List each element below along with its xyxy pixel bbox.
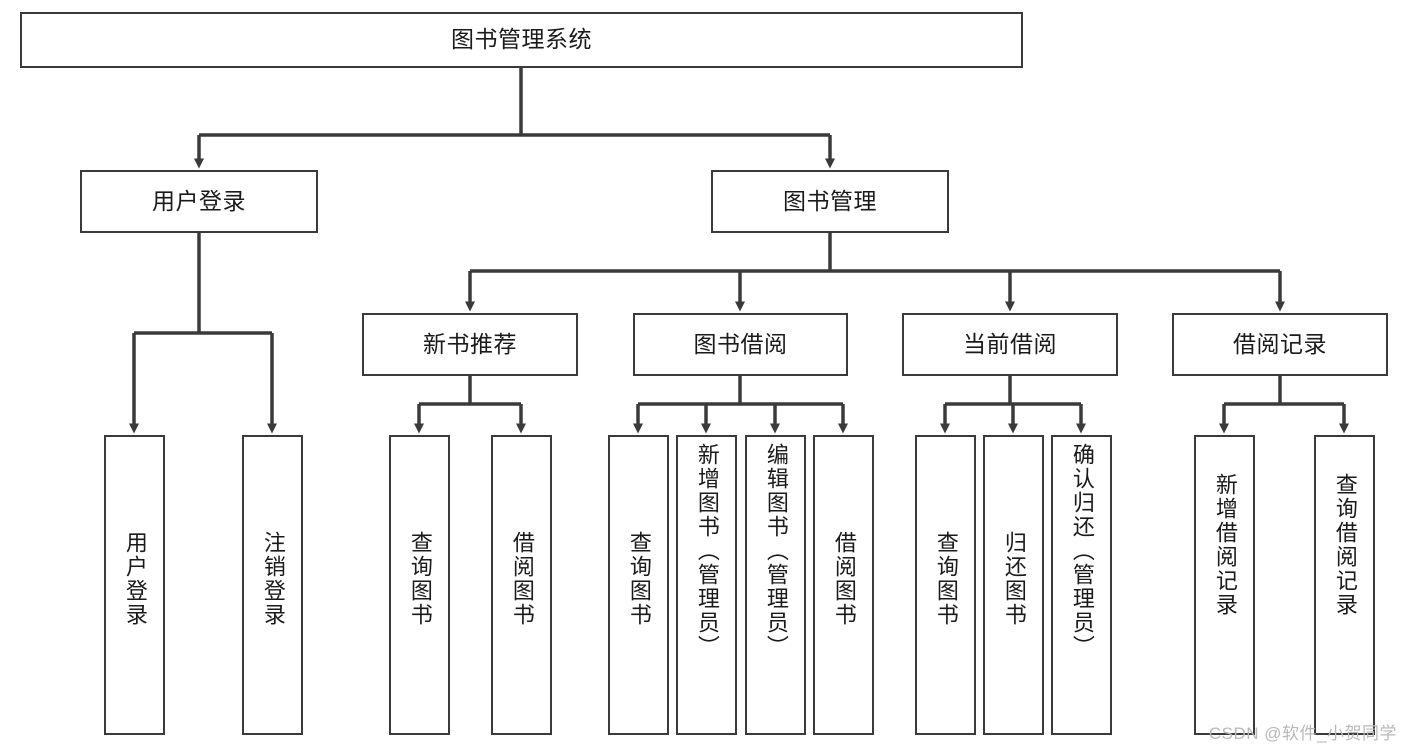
node-root[interactable]: 图书管理系统 <box>20 12 1023 68</box>
node-leaf-add-record[interactable]: 新增借阅记录 <box>1194 435 1255 735</box>
node-leaf-query-book-2-label: 查询图书 <box>626 531 652 627</box>
node-leaf-borrow-book-1-label: 借阅图书 <box>509 531 535 627</box>
node-leaf-borrow-book-2[interactable]: 借阅图书 <box>813 435 874 735</box>
node-leaf-query-book-1[interactable]: 查询图书 <box>389 435 450 735</box>
node-new-book-rec[interactable]: 新书推荐 <box>362 313 578 376</box>
node-leaf-user-logout[interactable]: 注销登录 <box>242 435 303 735</box>
node-user-login-label: 用户登录 <box>152 187 246 214</box>
node-current-borrow[interactable]: 当前借阅 <box>902 313 1118 376</box>
node-book-borrow[interactable]: 图书借阅 <box>633 313 848 376</box>
node-borrow-record-label: 借阅记录 <box>1233 330 1327 357</box>
node-leaf-query-record-label: 查询借阅记录 <box>1332 473 1358 617</box>
node-leaf-query-record[interactable]: 查询借阅记录 <box>1314 435 1375 735</box>
node-leaf-query-book-3[interactable]: 查询图书 <box>915 435 976 735</box>
node-leaf-edit-book[interactable]: 编辑图书（管理员） <box>745 435 806 735</box>
node-book-manage-label: 图书管理 <box>783 187 877 214</box>
node-book-borrow-label: 图书借阅 <box>693 330 788 357</box>
node-borrow-record[interactable]: 借阅记录 <box>1172 313 1388 376</box>
node-leaf-add-book-label: 新增图书（管理员） <box>694 443 720 659</box>
node-leaf-user-login-label: 用户登录 <box>122 531 148 627</box>
node-leaf-query-book-3-label: 查询图书 <box>933 531 959 627</box>
node-leaf-user-login[interactable]: 用户登录 <box>104 435 165 735</box>
node-leaf-confirm-return[interactable]: 确认归还（管理员） <box>1051 435 1112 735</box>
node-leaf-confirm-return-label: 确认归还（管理员） <box>1069 443 1095 659</box>
node-leaf-add-book[interactable]: 新增图书（管理员） <box>676 435 737 735</box>
node-leaf-add-record-label: 新增借阅记录 <box>1212 473 1238 617</box>
node-leaf-query-book-2[interactable]: 查询图书 <box>608 435 669 735</box>
node-leaf-return-book[interactable]: 归还图书 <box>983 435 1044 735</box>
node-root-label: 图书管理系统 <box>451 26 592 53</box>
node-new-book-rec-label: 新书推荐 <box>423 330 517 357</box>
node-leaf-borrow-book-2-label: 借阅图书 <box>831 531 857 627</box>
node-user-login[interactable]: 用户登录 <box>80 170 318 233</box>
csdn-watermark: CSDN @软件_小贺同学 <box>1208 724 1397 743</box>
node-leaf-borrow-book-1[interactable]: 借阅图书 <box>491 435 552 735</box>
node-current-borrow-label: 当前借阅 <box>963 330 1057 357</box>
node-leaf-user-logout-label: 注销登录 <box>260 531 286 627</box>
node-leaf-edit-book-label: 编辑图书（管理员） <box>763 443 789 659</box>
node-leaf-return-book-label: 归还图书 <box>1001 531 1027 627</box>
node-leaf-query-book-1-label: 查询图书 <box>407 531 433 627</box>
node-book-manage[interactable]: 图书管理 <box>711 170 949 233</box>
